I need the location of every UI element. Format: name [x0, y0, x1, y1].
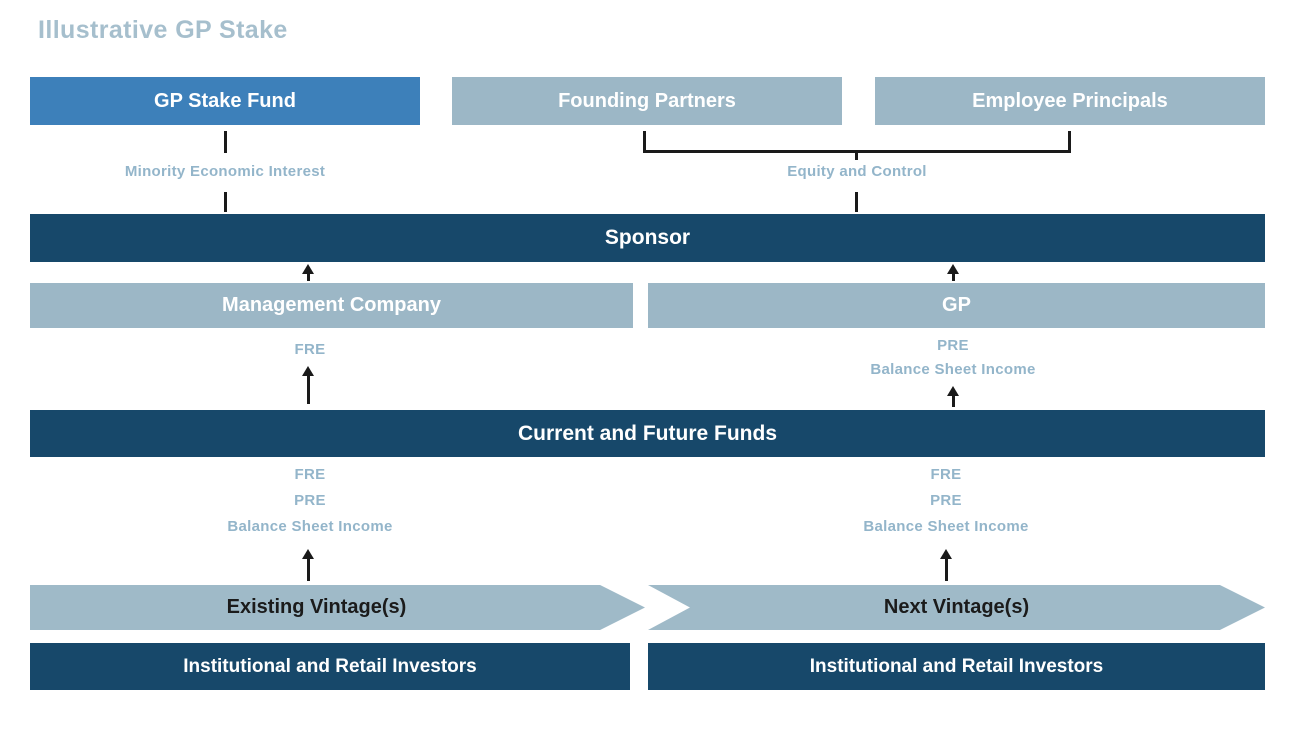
next-vintage-arrow: Next Vintage(s): [648, 585, 1265, 630]
employee-principals-box: Employee Principals: [875, 77, 1265, 125]
up-arrow-icon: [946, 386, 960, 407]
founding-partners-box: Founding Partners: [452, 77, 842, 125]
bracket-right-line: [1068, 131, 1071, 152]
pre-label: PRE: [930, 492, 962, 509]
bracket-horizontal-line: [643, 150, 1071, 153]
sponsor-bar: Sponsor: [30, 214, 1265, 262]
up-arrow-icon: [946, 264, 960, 281]
connector-line: [855, 192, 858, 212]
pre-label: PRE: [294, 492, 326, 509]
up-arrow-icon: [939, 549, 953, 581]
balance-sheet-income-label: Balance Sheet Income: [870, 361, 1036, 378]
gp-box: GP: [648, 283, 1265, 328]
up-arrow-icon: [301, 366, 315, 404]
existing-vintage-arrow: Existing Vintage(s): [30, 585, 645, 630]
fre-label: FRE: [930, 466, 962, 483]
minority-economic-interest-label: Minority Economic Interest: [124, 163, 326, 180]
connector-line: [224, 131, 227, 153]
up-arrow-icon: [301, 549, 315, 581]
bracket-center-drop: [855, 152, 858, 160]
equity-and-control-label: Equity and Control: [787, 163, 927, 180]
balance-sheet-income-label: Balance Sheet Income: [863, 518, 1029, 535]
pre-label: PRE: [937, 337, 969, 354]
bracket-left-line: [643, 131, 646, 152]
balance-sheet-income-label: Balance Sheet Income: [227, 518, 393, 535]
page-title: Illustrative GP Stake: [38, 16, 288, 44]
fre-label: FRE: [294, 341, 326, 358]
current-and-future-funds-bar: Current and Future Funds: [30, 410, 1265, 457]
institutional-retail-investors-box-right: Institutional and Retail Investors: [648, 643, 1265, 690]
fre-label: FRE: [294, 466, 326, 483]
connector-line: [224, 192, 227, 212]
management-company-box: Management Company: [30, 283, 633, 328]
institutional-retail-investors-box-left: Institutional and Retail Investors: [30, 643, 630, 690]
gp-stake-fund-box: GP Stake Fund: [30, 77, 420, 125]
up-arrow-icon: [301, 264, 315, 281]
